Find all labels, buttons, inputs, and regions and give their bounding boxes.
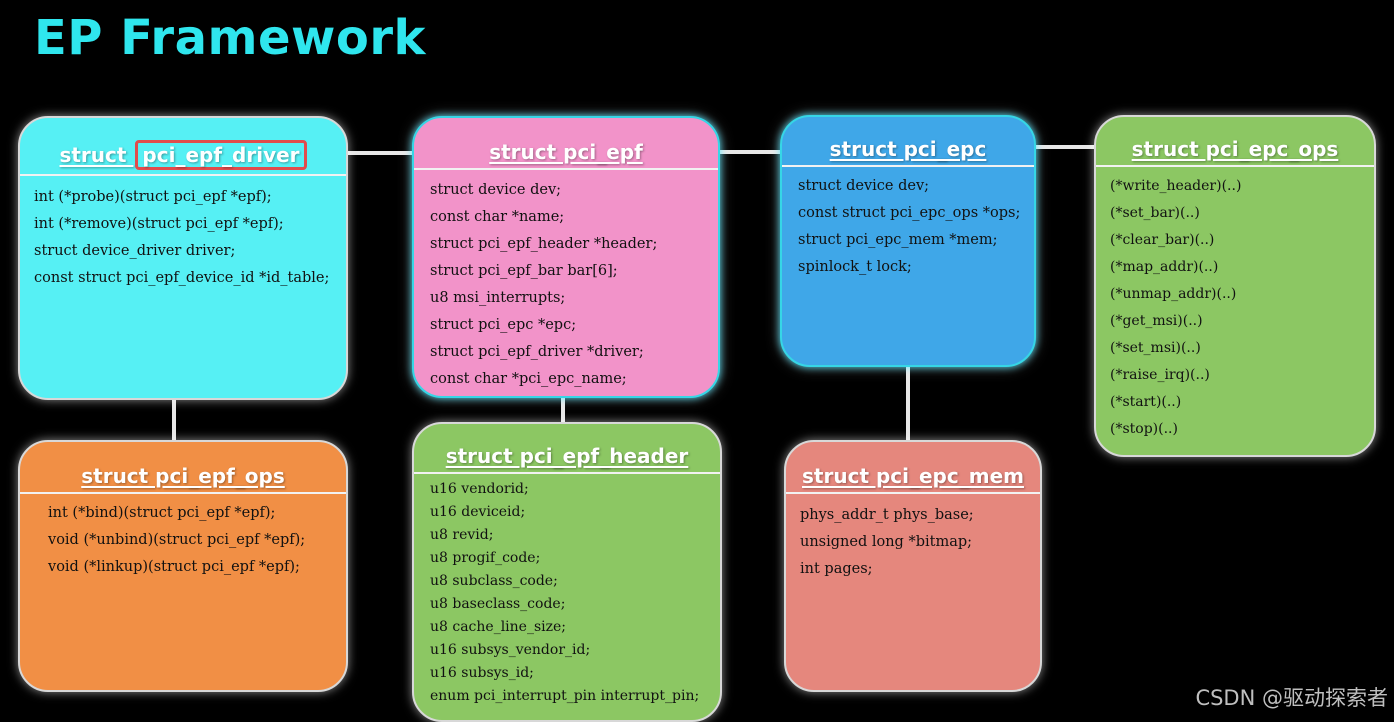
- connector-epc-mem: [906, 366, 910, 442]
- field-item: enum pci_interrupt_pin interrupt_pin;: [430, 688, 700, 704]
- field-list: struct device dev; const struct pci_epc_…: [782, 167, 1034, 281]
- field-item: struct pci_epf_header *header;: [430, 236, 658, 252]
- field-item: u16 subsys_id;: [430, 665, 534, 681]
- field-item: int (*remove)(struct pci_epf *epf);: [34, 216, 284, 232]
- box-title: struct pci_epf_ops: [81, 464, 285, 488]
- field-item: void (*unbind)(struct pci_epf *epf);: [48, 532, 306, 548]
- field-item: (*clear_bar)(..): [1110, 232, 1215, 248]
- field-item: u16 vendorid;: [430, 481, 529, 497]
- field-item: phys_addr_t phys_base;: [800, 507, 974, 523]
- title-prefix: struct: [59, 143, 134, 167]
- field-item: struct device_driver driver;: [34, 243, 236, 259]
- field-item: const char *name;: [430, 209, 565, 225]
- field-item: const struct pci_epf_device_id *id_table…: [34, 270, 330, 286]
- field-list: int (*bind)(struct pci_epf *epf); void (…: [20, 494, 346, 581]
- struct-pci-epc-ops-box: struct pci_epc_ops (*write_header)(..) (…: [1094, 115, 1376, 457]
- field-item: struct pci_epf_bar bar[6];: [430, 263, 618, 279]
- connector-driver-epfops: [172, 398, 176, 442]
- box-header: struct pci_epc_mem: [786, 442, 1040, 494]
- field-item: u16 subsys_vendor_id;: [430, 642, 591, 658]
- field-item: u8 subclass_code;: [430, 573, 558, 589]
- field-item: u16 deviceid;: [430, 504, 526, 520]
- watermark-text: CSDN @驱动探索者: [1195, 686, 1388, 710]
- struct-pci-epc-box: struct pci_epc struct device dev; const …: [780, 115, 1036, 367]
- field-item: (*unmap_addr)(..): [1110, 286, 1237, 302]
- field-item: int (*probe)(struct pci_epf *epf);: [34, 189, 272, 205]
- field-item: (*stop)(..): [1110, 421, 1178, 437]
- field-item: struct pci_epc_mem *mem;: [798, 232, 998, 248]
- field-item: struct pci_epc *epc;: [430, 317, 577, 333]
- connector-epc-ops: [1035, 145, 1095, 149]
- field-item: (*raise_irq)(..): [1110, 367, 1210, 383]
- field-item: u8 progif_code;: [430, 550, 541, 566]
- field-item: int pages;: [800, 561, 873, 577]
- page-title: EP Framework: [34, 10, 426, 66]
- field-item: u8 cache_line_size;: [430, 619, 567, 635]
- struct-pci-epf-header-box: struct pci_epf_header u16 vendorid; u16 …: [412, 422, 722, 722]
- struct-pci-epf-box: struct pci_epf struct device dev; const …: [412, 116, 720, 398]
- struct-pci-epc-mem-box: struct pci_epc_mem phys_addr_t phys_base…: [784, 440, 1042, 692]
- box-header: struct pci_epc: [782, 117, 1034, 167]
- box-title: struct pci_epc: [829, 137, 987, 161]
- box-header: struct pci_epf_header: [414, 424, 720, 474]
- box-title: struct pci_epf: [489, 140, 643, 164]
- box-header: struct pci_epc_ops: [1096, 117, 1374, 167]
- struct-pci-epf-driver-box: struct pci_epf_driver int (*probe)(struc…: [18, 116, 348, 400]
- field-list: struct device dev; const char *name; str…: [414, 170, 718, 393]
- box-title: struct pci_epc_ops: [1131, 137, 1339, 161]
- field-item: (*set_msi)(..): [1110, 340, 1201, 356]
- connector-epf-header: [561, 396, 565, 424]
- box-header: struct pci_epf_ops: [20, 442, 346, 494]
- box-title: struct pci_epc_mem: [802, 464, 1024, 488]
- field-item: struct device dev;: [798, 178, 930, 194]
- field-item: u8 msi_interrupts;: [430, 290, 566, 306]
- field-item: u8 revid;: [430, 527, 494, 543]
- field-list: (*write_header)(..) (*set_bar)(..) (*cle…: [1096, 167, 1374, 443]
- box-header: struct pci_epf: [414, 118, 718, 170]
- field-item: (*map_addr)(..): [1110, 259, 1219, 275]
- field-list: phys_addr_t phys_base; unsigned long *bi…: [786, 494, 1040, 583]
- connector-driver-epf: [346, 151, 414, 155]
- field-item: struct pci_epf_driver *driver;: [430, 344, 644, 360]
- field-item: (*write_header)(..): [1110, 178, 1242, 194]
- box-title: struct pci_epf_header: [445, 444, 689, 468]
- field-item: void (*linkup)(struct pci_epf *epf);: [48, 559, 300, 575]
- box-header: struct pci_epf_driver: [20, 118, 346, 176]
- highlighted-struct-name: pci_epf_driver: [135, 140, 307, 170]
- field-item: u8 baseclass_code;: [430, 596, 566, 612]
- field-item: const char *pci_epc_name;: [430, 371, 627, 387]
- field-item: struct device dev;: [430, 182, 562, 198]
- field-item: (*get_msi)(..): [1110, 313, 1203, 329]
- field-item: (*set_bar)(..): [1110, 205, 1200, 221]
- field-list: int (*probe)(struct pci_epf *epf); int (…: [20, 176, 346, 292]
- field-item: (*start)(..): [1110, 394, 1182, 410]
- field-item: spinlock_t lock;: [798, 259, 912, 275]
- field-item: const struct pci_epc_ops *ops;: [798, 205, 1021, 221]
- field-list: u16 vendorid; u16 deviceid; u8 revid; u8…: [414, 474, 720, 708]
- connector-epf-epc: [720, 150, 780, 154]
- box-title: struct pci_epf_driver: [59, 140, 307, 170]
- field-item: unsigned long *bitmap;: [800, 534, 973, 550]
- struct-pci-epf-ops-box: struct pci_epf_ops int (*bind)(struct pc…: [18, 440, 348, 692]
- field-item: int (*bind)(struct pci_epf *epf);: [48, 505, 276, 521]
